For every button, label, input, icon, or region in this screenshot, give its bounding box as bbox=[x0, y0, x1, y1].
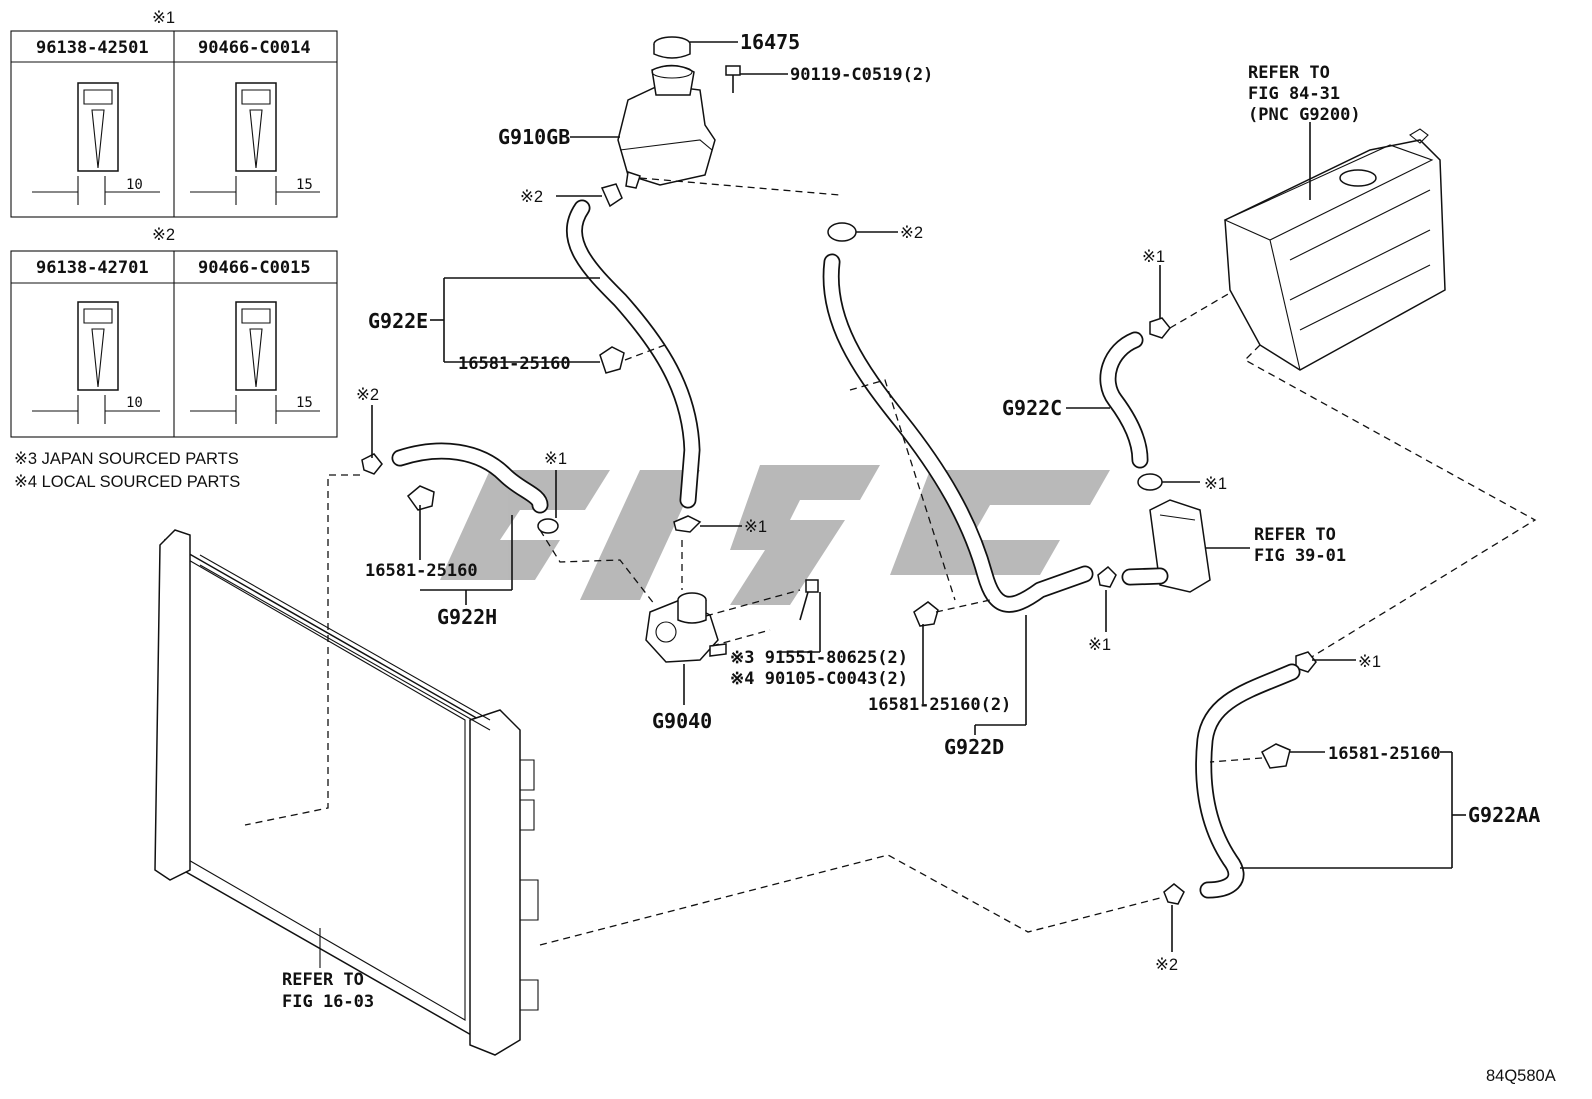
inverter-assembly bbox=[1223, 128, 1446, 371]
radiator-cap bbox=[653, 36, 691, 59]
label-refer-inverter-2: FIG 84-31 bbox=[1248, 84, 1340, 104]
label-bolt-top: 90119-C0519(2) bbox=[790, 65, 933, 85]
mark-m1-e: ※1 bbox=[1204, 475, 1227, 493]
table-1-mark: ※1 bbox=[152, 9, 175, 27]
label-refer-inverter-3: (PNC G9200) bbox=[1248, 105, 1361, 125]
note-japan: ※3 JAPAN SOURCED PARTS bbox=[14, 450, 239, 468]
clip-m2-mid bbox=[827, 222, 857, 242]
reservoir-tank bbox=[617, 64, 716, 189]
clip-m1-pump bbox=[673, 515, 702, 533]
clip-m1-c-bottom bbox=[1137, 473, 1163, 491]
table-2-col-1: 96138-42701 bbox=[36, 258, 149, 278]
clip-drawing bbox=[77, 301, 119, 391]
label-reservoir: G910GB bbox=[498, 125, 570, 149]
electric-water-pump bbox=[645, 592, 727, 663]
label-cap: 16475 bbox=[740, 30, 800, 54]
label-refer-radiator-2: FIG 16-03 bbox=[282, 992, 374, 1012]
clip-aa bbox=[1261, 743, 1291, 769]
clip-drawing bbox=[77, 82, 119, 172]
clip-m2-bottom bbox=[1163, 883, 1185, 905]
label-hose-e: G922E bbox=[368, 309, 428, 333]
label-hose-aa: G922AA bbox=[1468, 803, 1540, 827]
cooler-hose bbox=[1121, 567, 1169, 586]
clip-drawing bbox=[235, 301, 277, 391]
mark-m1-b: ※1 bbox=[744, 518, 767, 536]
hose-g922h bbox=[391, 442, 549, 514]
label-pump: G9040 bbox=[652, 709, 712, 733]
reservoir-bolt bbox=[725, 65, 741, 93]
table-1-dim-2: 15 bbox=[296, 177, 313, 193]
label-clip-h: 16581-25160 bbox=[365, 561, 478, 581]
clip-table-1: ※1 96138-42501 90466-C0014 10 15 bbox=[10, 9, 338, 218]
hose-g922e bbox=[565, 199, 701, 509]
mark-m1-a: ※1 bbox=[544, 450, 567, 468]
cooler-assembly bbox=[1149, 499, 1211, 593]
mark-m2-c: ※2 bbox=[900, 224, 923, 242]
table-1-col-1: 96138-42501 bbox=[36, 38, 149, 58]
clip-drawing bbox=[235, 82, 277, 172]
watermark-logo bbox=[440, 465, 1110, 605]
diagram-code: 84Q580A bbox=[1486, 1067, 1556, 1085]
clip-m1-c-top bbox=[1149, 317, 1171, 339]
clip-h bbox=[406, 485, 435, 511]
label-clip-aa: 16581-25160 bbox=[1328, 744, 1441, 764]
clip-table-2: ※2 96138-42701 90466-C0015 10 15 bbox=[10, 226, 338, 438]
table-2-dim-1: 10 bbox=[126, 395, 143, 411]
clip-m2-top bbox=[600, 183, 623, 208]
mark-m2-d: ※2 bbox=[1155, 956, 1178, 974]
hose-g922c bbox=[1099, 331, 1149, 469]
label-clip-e: 16581-25160 bbox=[458, 354, 571, 374]
label-bolt-jp: ※3 91551-80625(2) bbox=[730, 648, 908, 668]
hose-g922d bbox=[822, 253, 1094, 613]
table-1-dim-1: 10 bbox=[126, 177, 143, 193]
table-2-col-2: 90466-C0015 bbox=[198, 258, 311, 278]
table-1-col-2: 90466-C0014 bbox=[198, 38, 311, 58]
clip-m1-d bbox=[1097, 565, 1117, 588]
note-local: ※4 LOCAL SOURCED PARTS bbox=[14, 473, 240, 491]
label-refer-cooler-2: FIG 39-01 bbox=[1254, 546, 1346, 566]
clip-m1-h bbox=[537, 518, 559, 534]
label-bolt-local: ※4 90105-C0043(2) bbox=[730, 669, 908, 689]
radiator bbox=[154, 529, 539, 1056]
clip-d bbox=[913, 601, 939, 627]
clip-e bbox=[599, 346, 625, 374]
mark-m2-b: ※2 bbox=[356, 386, 379, 404]
label-refer-inverter-1: REFER TO bbox=[1248, 63, 1330, 83]
mark-m1-c: ※1 bbox=[1088, 636, 1111, 654]
label-hose-d: G922D bbox=[944, 735, 1004, 759]
pump-bolt bbox=[799, 579, 819, 621]
mark-m1-f: ※1 bbox=[1358, 653, 1381, 671]
label-refer-radiator-1: REFER TO bbox=[282, 970, 364, 990]
hose-g922aa bbox=[1195, 663, 1301, 899]
label-clip-d: 16581-25160(2) bbox=[868, 695, 1011, 715]
label-hose-c: G922C bbox=[1002, 396, 1062, 420]
mark-m1-d: ※1 bbox=[1142, 248, 1165, 266]
table-2-mark: ※2 bbox=[152, 226, 175, 244]
label-refer-cooler-1: REFER TO bbox=[1254, 525, 1336, 545]
table-2-dim-2: 15 bbox=[296, 395, 313, 411]
label-hose-h: G922H bbox=[437, 605, 497, 629]
mark-m2-a: ※2 bbox=[520, 188, 543, 206]
